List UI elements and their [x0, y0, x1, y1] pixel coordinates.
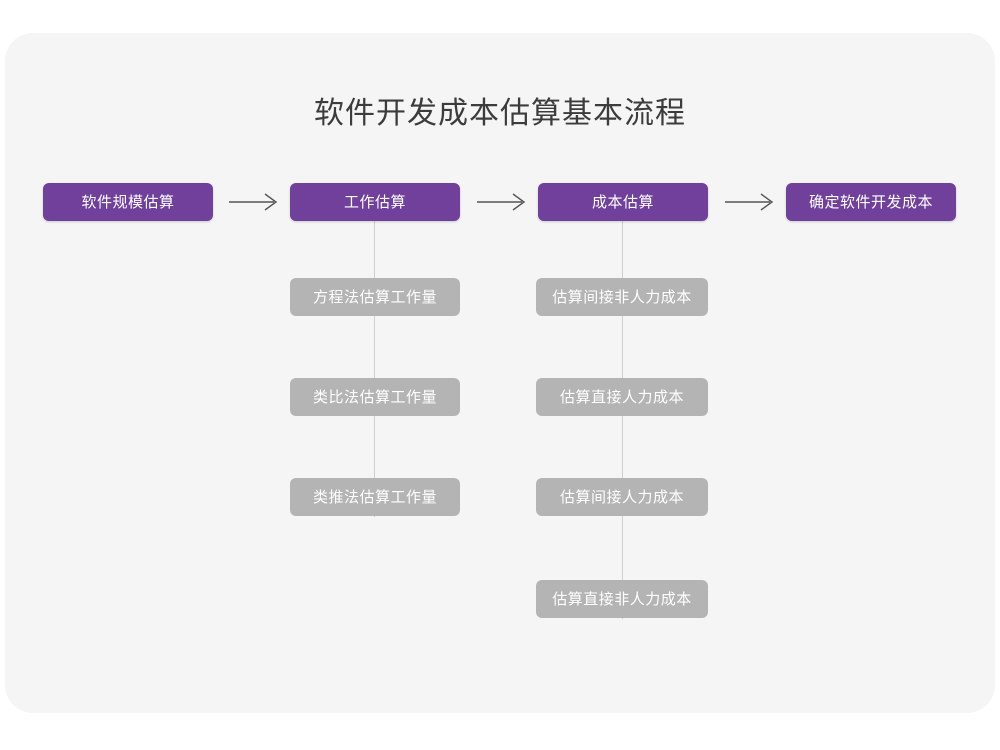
diagram-card: [5, 33, 995, 713]
branch-cost-item-indirect-labor[interactable]: 估算间接人力成本: [536, 478, 708, 516]
flow-step-software-scale[interactable]: 软件规模估算: [43, 183, 213, 221]
arrow-right-icon: [725, 193, 774, 211]
branch-cost-item-direct-nonlabor[interactable]: 估算直接非人力成本: [536, 580, 708, 618]
flow-step-label: 成本估算: [591, 193, 654, 211]
connector-line-work: [374, 219, 375, 517]
branch-item-label: 方程法估算工作量: [312, 288, 437, 306]
flow-step-cost-estimation[interactable]: 成本估算: [538, 183, 708, 221]
branch-cost-item-direct-labor[interactable]: 估算直接人力成本: [536, 378, 708, 416]
connector-line-cost: [622, 219, 623, 619]
arrow-right-icon: [477, 193, 526, 211]
flow-step-label: 软件规模估算: [81, 193, 175, 211]
flow-arrow-2: [476, 190, 528, 214]
flow-step-label: 确定软件开发成本: [808, 193, 933, 211]
branch-item-label: 类比法估算工作量: [312, 388, 437, 406]
flow-step-work-estimation[interactable]: 工作估算: [290, 183, 460, 221]
branch-item-label: 估算间接人力成本: [559, 488, 684, 506]
branch-item-label: 估算直接非人力成本: [552, 590, 692, 608]
flow-arrow-3: [724, 190, 776, 214]
branch-item-label: 估算直接人力成本: [559, 388, 684, 406]
branch-item-label: 估算间接非人力成本: [552, 288, 692, 306]
flow-arrow-1: [228, 190, 280, 214]
flow-step-label: 工作估算: [343, 193, 406, 211]
branch-work-item-inference-method[interactable]: 类推法估算工作量: [290, 478, 460, 516]
branch-work-item-equation-method[interactable]: 方程法估算工作量: [290, 278, 460, 316]
branch-cost-item-indirect-nonlabor[interactable]: 估算间接非人力成本: [536, 278, 708, 316]
branch-item-label: 类推法估算工作量: [312, 488, 437, 506]
diagram-title: 软件开发成本估算基本流程: [314, 97, 686, 130]
branch-work-item-analogy-method[interactable]: 类比法估算工作量: [290, 378, 460, 416]
flow-step-determine-cost[interactable]: 确定软件开发成本: [786, 183, 956, 221]
arrow-right-icon: [229, 193, 278, 211]
